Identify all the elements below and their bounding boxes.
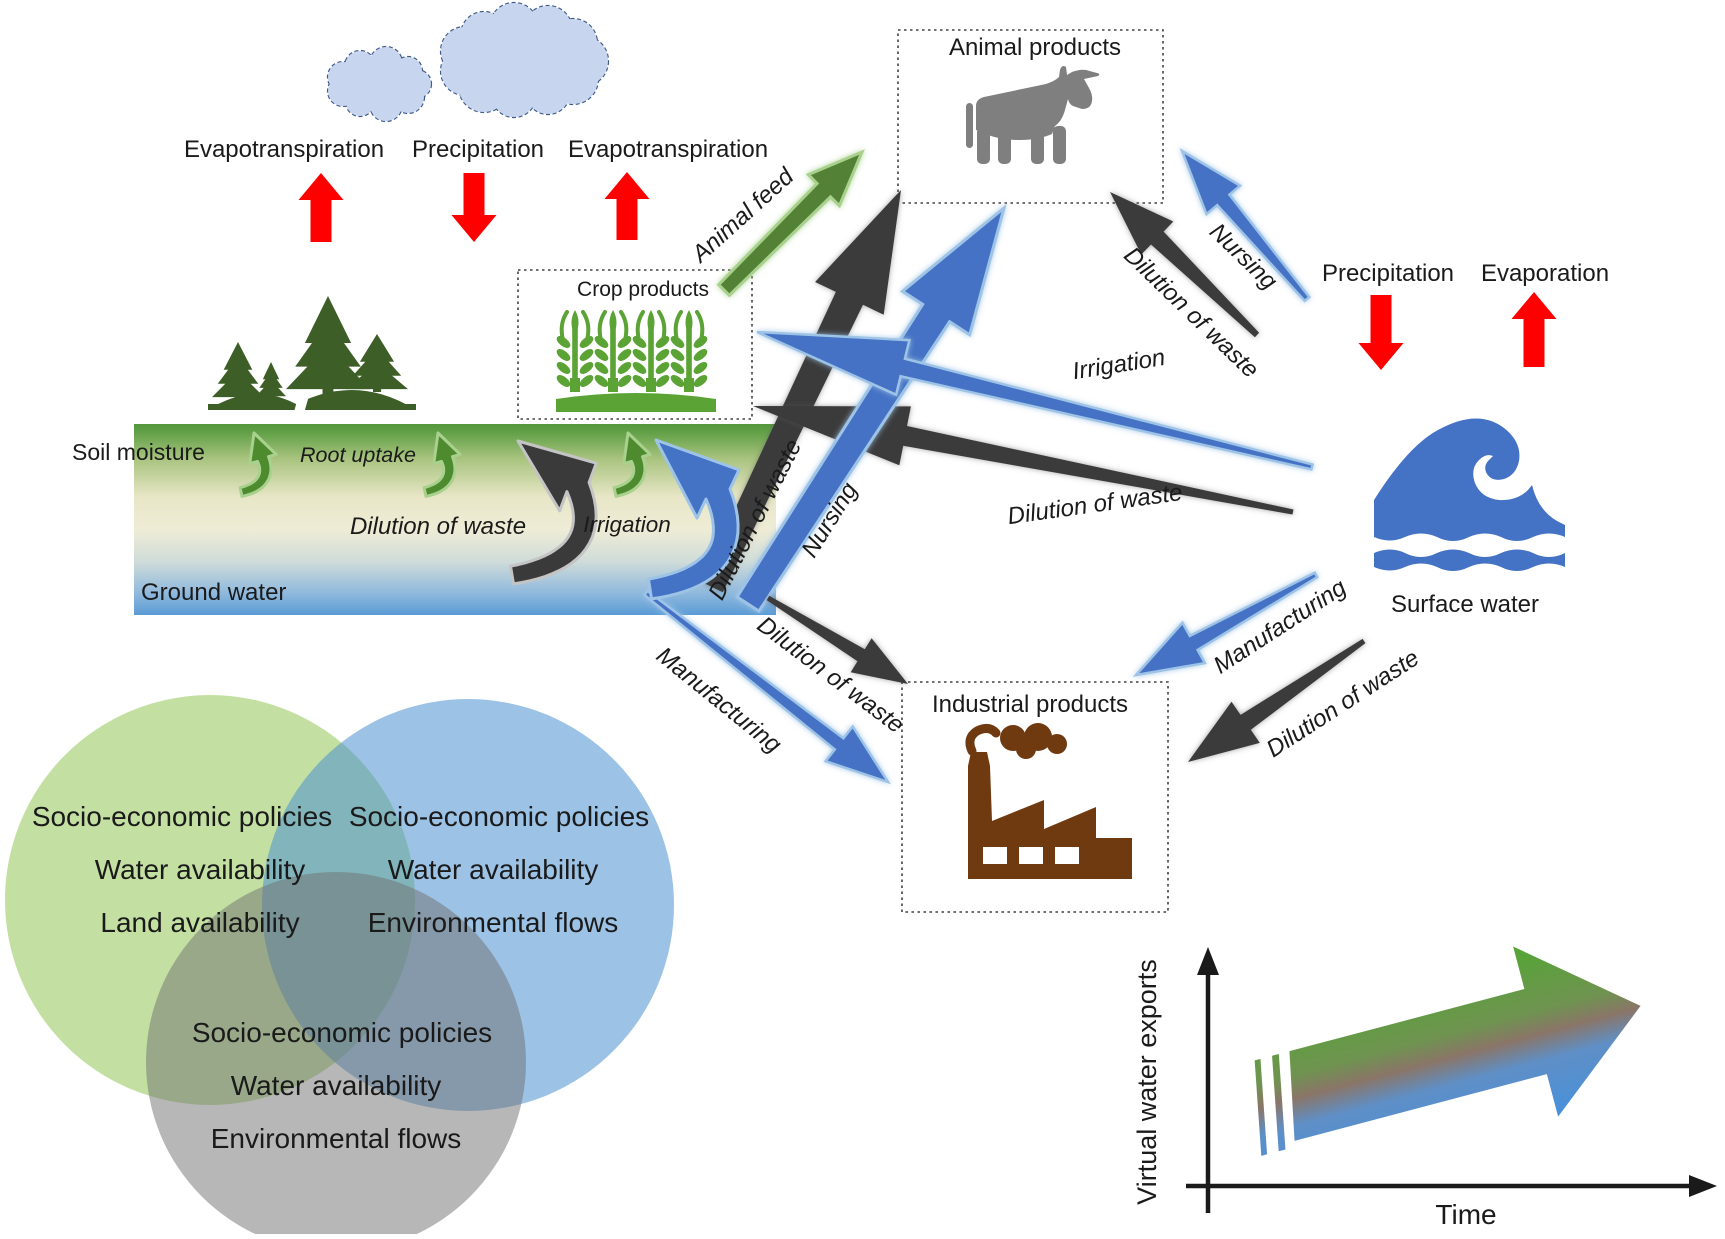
svg-text:Root uptake: Root uptake [300, 443, 416, 467]
svg-text:Irrigation: Irrigation [583, 512, 671, 537]
svg-text:Socio-economic policies: Socio-economic policies [32, 801, 332, 832]
svg-text:Water availability: Water availability [388, 854, 599, 885]
svg-text:Water availability: Water availability [231, 1070, 442, 1101]
svg-text:Precipitation: Precipitation [1322, 260, 1454, 287]
svg-text:Socio-economic policies: Socio-economic policies [192, 1017, 492, 1048]
svg-text:Evapotranspiration: Evapotranspiration [184, 136, 384, 163]
svg-text:Ground water: Ground water [141, 579, 286, 606]
svg-text:Land availability: Land availability [100, 907, 299, 938]
svg-text:Crop products: Crop products [577, 278, 709, 301]
svg-text:Soil moisture: Soil moisture [72, 439, 205, 465]
svg-text:Surface water: Surface water [1391, 591, 1539, 618]
svg-text:Socio-economic policies: Socio-economic policies [349, 801, 649, 832]
svg-text:Industrial products: Industrial products [932, 691, 1128, 718]
svg-text:Environmental flows: Environmental flows [211, 1123, 462, 1154]
svg-text:Time: Time [1435, 1199, 1496, 1230]
svg-text:Dilution of waste: Dilution of waste [350, 513, 526, 540]
svg-text:Evaporation: Evaporation [1481, 260, 1609, 287]
svg-text:Environmental flows: Environmental flows [368, 907, 619, 938]
svg-text:Water availability: Water availability [95, 854, 306, 885]
svg-text:Evapotranspiration: Evapotranspiration [568, 136, 768, 163]
svg-text:Virtual water exports: Virtual water exports [1132, 959, 1162, 1205]
svg-text:Precipitation: Precipitation [412, 136, 544, 163]
svg-text:Animal products: Animal products [949, 34, 1121, 61]
